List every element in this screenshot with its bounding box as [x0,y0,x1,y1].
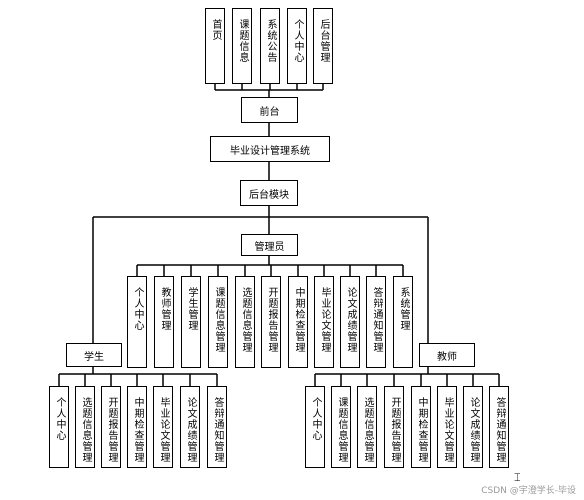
nav-item-1-label: 课题信息 [237,19,248,63]
admin-item-0: 个人中心 [127,276,147,368]
teacher-item-6-label: 论文成绩管理 [468,397,479,463]
admin-item-7: 毕业论文管理 [314,276,334,368]
admin-item-0-label: 个人中心 [132,287,143,331]
student-item-0-label: 个人中心 [54,397,65,441]
nav-item-4-label: 后台管理 [318,19,329,63]
nav-item-2-label: 系统公告 [265,19,276,63]
teacher-item-0: 个人中心 [305,386,325,468]
watermark: CSDN @宇澄学长-毕设 [481,486,576,496]
teacher-item-4: 中期检查管理 [411,386,431,468]
admin-item-1-label: 教师管理 [159,287,170,331]
admin-item-8: 论文成绩管理 [340,276,360,368]
teacher-item-3-label: 开题报告管理 [389,397,400,463]
cursor-icon: ⌶ [514,471,521,484]
student-item-0: 个人中心 [49,386,69,468]
admin-item-3: 课题信息管理 [208,276,228,368]
admin-item-2-label: 学生管理 [186,287,197,331]
student-node: 学生 [66,343,122,367]
teacher-item-7: 答辩通知管理 [489,386,509,468]
student-item-5: 论文成绩管理 [180,386,200,468]
student-item-4: 毕业论文管理 [153,386,173,468]
student-item-3: 中期检查管理 [127,386,147,468]
admin-item-8-label: 论文成绩管理 [345,287,356,353]
nav-item-3: 个人中心 [287,8,307,84]
teacher-item-0-label: 个人中心 [310,397,321,441]
admin-item-1: 教师管理 [154,276,174,368]
student-item-5-label: 论文成绩管理 [185,397,196,463]
admin-item-4: 选题信息管理 [235,276,255,368]
admin-item-5: 开题报告管理 [261,276,281,368]
admin-item-5-label: 开题报告管理 [266,287,277,353]
nav-item-4: 后台管理 [313,8,333,84]
teacher-item-5-label: 毕业论文管理 [442,397,453,463]
student-item-6-label: 答辩通知管理 [212,397,223,463]
student-item-4-label: 毕业论文管理 [158,397,169,463]
nav-item-0-label: 首页 [210,19,221,41]
admin-item-10-label: 系统管理 [398,287,409,331]
frontend-node: 前台 [241,97,298,123]
student-item-3-label: 中期检查管理 [132,397,143,463]
teacher-item-7-label: 答辩通知管理 [494,397,505,463]
student-item-2-label: 开题报告管理 [106,397,117,463]
teacher-item-6: 论文成绩管理 [463,386,483,468]
teacher-item-1-label: 课题信息管理 [336,397,347,463]
nav-item-1: 课题信息 [232,8,252,84]
admin-item-2: 学生管理 [181,276,201,368]
student-item-1: 选题信息管理 [75,386,95,468]
teacher-item-5: 毕业论文管理 [437,386,457,468]
teacher-item-3: 开题报告管理 [384,386,404,468]
admin-item-4-label: 选题信息管理 [240,287,251,353]
teacher-item-1: 课题信息管理 [331,386,351,468]
admin-item-10: 系统管理 [393,276,413,368]
admin-item-7-label: 毕业论文管理 [319,287,330,353]
nav-item-0: 首页 [205,8,225,84]
backend-node: 后台模块 [240,180,298,206]
admin-item-3-label: 课题信息管理 [213,287,224,353]
system-node: 毕业设计管理系统 [210,136,330,162]
student-item-1-label: 选题信息管理 [80,397,91,463]
student-item-6: 答辩通知管理 [207,386,227,468]
admin-item-9: 答辩通知管理 [366,276,386,368]
admin-item-9-label: 答辩通知管理 [371,287,382,353]
student-item-2: 开题报告管理 [101,386,121,468]
admin-item-6-label: 中期检查管理 [293,287,304,353]
admin-item-6: 中期检查管理 [288,276,308,368]
admin-node: 管理员 [241,234,298,256]
teacher-item-2: 选题信息管理 [357,386,377,468]
nav-item-3-label: 个人中心 [292,19,303,63]
teacher-item-2-label: 选题信息管理 [362,397,373,463]
teacher-item-4-label: 中期检查管理 [416,397,427,463]
nav-item-2: 系统公告 [260,8,280,84]
teacher-node: 教师 [419,343,475,367]
